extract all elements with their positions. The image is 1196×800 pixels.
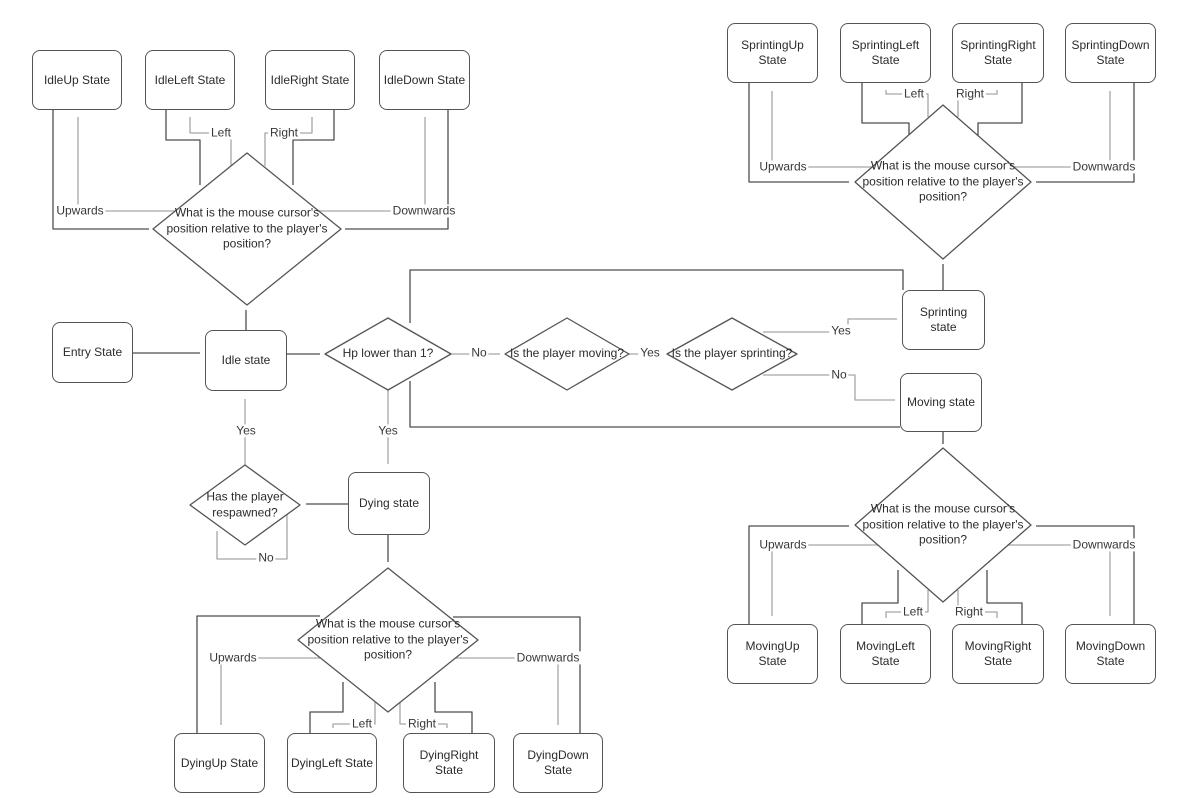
edge-moving-feedback-to-hp <box>409 381 900 428</box>
edge-label-sprinting-yes: Yes <box>829 323 853 338</box>
edge-moveleft-to-decision <box>861 570 899 624</box>
decision-sprint-direction-shape <box>854 104 1032 260</box>
edge-sprintup-to-decision <box>748 83 849 183</box>
edge-dyingdown-to-decision <box>453 616 581 733</box>
decision-hp-label: Hp lower than 1? <box>342 346 434 361</box>
edge-label-move-left: Left <box>900 604 926 619</box>
decision-is-sprinting-shape <box>666 317 798 391</box>
node-idle-right-state: IdleRight State <box>265 50 355 110</box>
edge-sprintleft-to-decision <box>861 83 910 136</box>
edge-label-idle-right: Right <box>267 125 301 140</box>
edge-label-dying-right: Right <box>405 716 439 731</box>
edge-dyingleft-to-decision <box>309 682 344 733</box>
decision-respawned-label: Has the player respawned? <box>206 489 284 519</box>
node-entry-state: Entry State <box>52 322 133 383</box>
node-idle-up-state: IdleUp State <box>32 50 122 110</box>
edge-dying-decision-downwards <box>455 657 559 725</box>
decision-dying-direction-shape <box>297 567 479 713</box>
edge-movedown-to-decision <box>1036 525 1135 624</box>
edge-label-respawn-yes: Yes <box>234 423 258 438</box>
edge-sprint-no-to-moving <box>763 374 895 401</box>
edge-label-sprint-downwards: Downwards <box>1070 159 1138 174</box>
edge-idledown-to-idle-decision <box>345 110 449 230</box>
decision-is-moving-shape <box>504 317 630 391</box>
decision-idle-direction-shape <box>152 152 342 306</box>
edge-label-moving-yes: Yes <box>638 345 662 360</box>
edge-idle-decision-downwards <box>319 117 426 212</box>
edge-label-hp-yes: Yes <box>376 423 400 438</box>
decision-is-moving-label: Is the player moving? <box>509 346 625 361</box>
edge-dying-decision-upwards <box>220 657 320 725</box>
edge-label-idle-left: Left <box>208 125 234 140</box>
node-idle-down-state: IdleDown State <box>379 50 470 110</box>
edge-sprintright-to-decision <box>977 83 1023 136</box>
node-dying-left-state: DyingLeft State <box>287 733 377 793</box>
edge-label-idle-upwards: Upwards <box>54 203 106 218</box>
edge-label-sprinting-no: No <box>829 367 849 382</box>
decision-respawned-shape <box>189 464 301 546</box>
node-dying-state: Dying state <box>348 472 430 535</box>
edge-label-move-downwards: Downwards <box>1070 537 1138 552</box>
edge-label-hp-no: No <box>469 345 489 360</box>
node-sprinting-state: Sprinting state <box>902 290 985 350</box>
node-moving-down-state: MovingDown State <box>1065 624 1156 684</box>
decision-dying-direction-label: What is the mouse cursor's position rela… <box>307 616 469 662</box>
node-moving-right-state: MovingRight State <box>952 624 1044 684</box>
node-sprinting-up-state: SprintingUp State <box>727 23 818 83</box>
edge-label-move-right: Right <box>952 604 986 619</box>
edge-moveup-to-decision <box>748 525 849 624</box>
edge-label-sprint-upwards: Upwards <box>757 159 809 174</box>
edge-sprint-decision-upwards <box>771 91 872 168</box>
edge-idle-decision-left <box>189 117 232 166</box>
edge-label-move-upwards: Upwards <box>757 537 809 552</box>
edge-moveright-to-decision <box>986 570 1023 624</box>
edge-sprintdown-to-decision <box>1036 83 1135 183</box>
edge-label-dying-upwards: Upwards <box>207 650 259 665</box>
edge-sprint-decision-downwards <box>1014 91 1111 168</box>
decision-is-sprinting-label: Is the player sprinting? <box>671 346 793 361</box>
edge-idleleft-to-idle-decision <box>165 110 201 185</box>
edge-label-respawn-no: No <box>256 550 276 565</box>
decision-sprint-direction-label: What is the mouse cursor's position rela… <box>862 158 1024 204</box>
node-dying-down-state: DyingDown State <box>513 733 603 793</box>
node-moving-state: Moving state <box>900 373 982 432</box>
edge-move-decision-downwards <box>1008 544 1111 616</box>
node-moving-left-state: MovingLeft State <box>840 624 931 684</box>
node-idle-left-state: IdleLeft State <box>145 50 235 110</box>
edge-label-dying-downwards: Downwards <box>514 650 582 665</box>
edge-idleright-to-idle-decision <box>292 110 335 185</box>
edge-idle-decision-right <box>264 117 313 166</box>
node-sprinting-right-state: SprintingRight State <box>952 23 1044 83</box>
edge-label-idle-downwards: Downwards <box>390 203 458 218</box>
node-moving-up-state: MovingUp State <box>727 624 818 684</box>
edge-idle-decision-upwards <box>77 117 175 212</box>
node-sprinting-down-state: SprintingDown State <box>1065 23 1156 83</box>
node-sprinting-left-state: SprintingLeft State <box>840 23 931 83</box>
edge-label-dying-left: Left <box>349 716 375 731</box>
edge-label-sprint-right: Right <box>953 86 987 101</box>
edge-label-sprint-left: Left <box>901 86 927 101</box>
node-dying-right-state: DyingRight State <box>403 733 495 793</box>
decision-hp-shape <box>324 317 452 391</box>
node-dying-up-state: DyingUp State <box>174 733 265 793</box>
edge-respawn-no-loop <box>216 515 288 560</box>
decision-idle-direction-label: What is the mouse cursor's position rela… <box>166 205 328 251</box>
decision-move-direction-shape <box>854 447 1032 603</box>
edge-sprinting-feedback-to-hp <box>409 269 904 323</box>
node-idle-state: Idle state <box>205 330 287 391</box>
decision-move-direction-label: What is the mouse cursor's position rela… <box>862 501 1024 547</box>
edge-idleup-to-idle-decision <box>52 110 149 230</box>
edge-dyingup-to-decision <box>196 615 320 733</box>
edge-dyingright-to-decision <box>434 682 473 733</box>
